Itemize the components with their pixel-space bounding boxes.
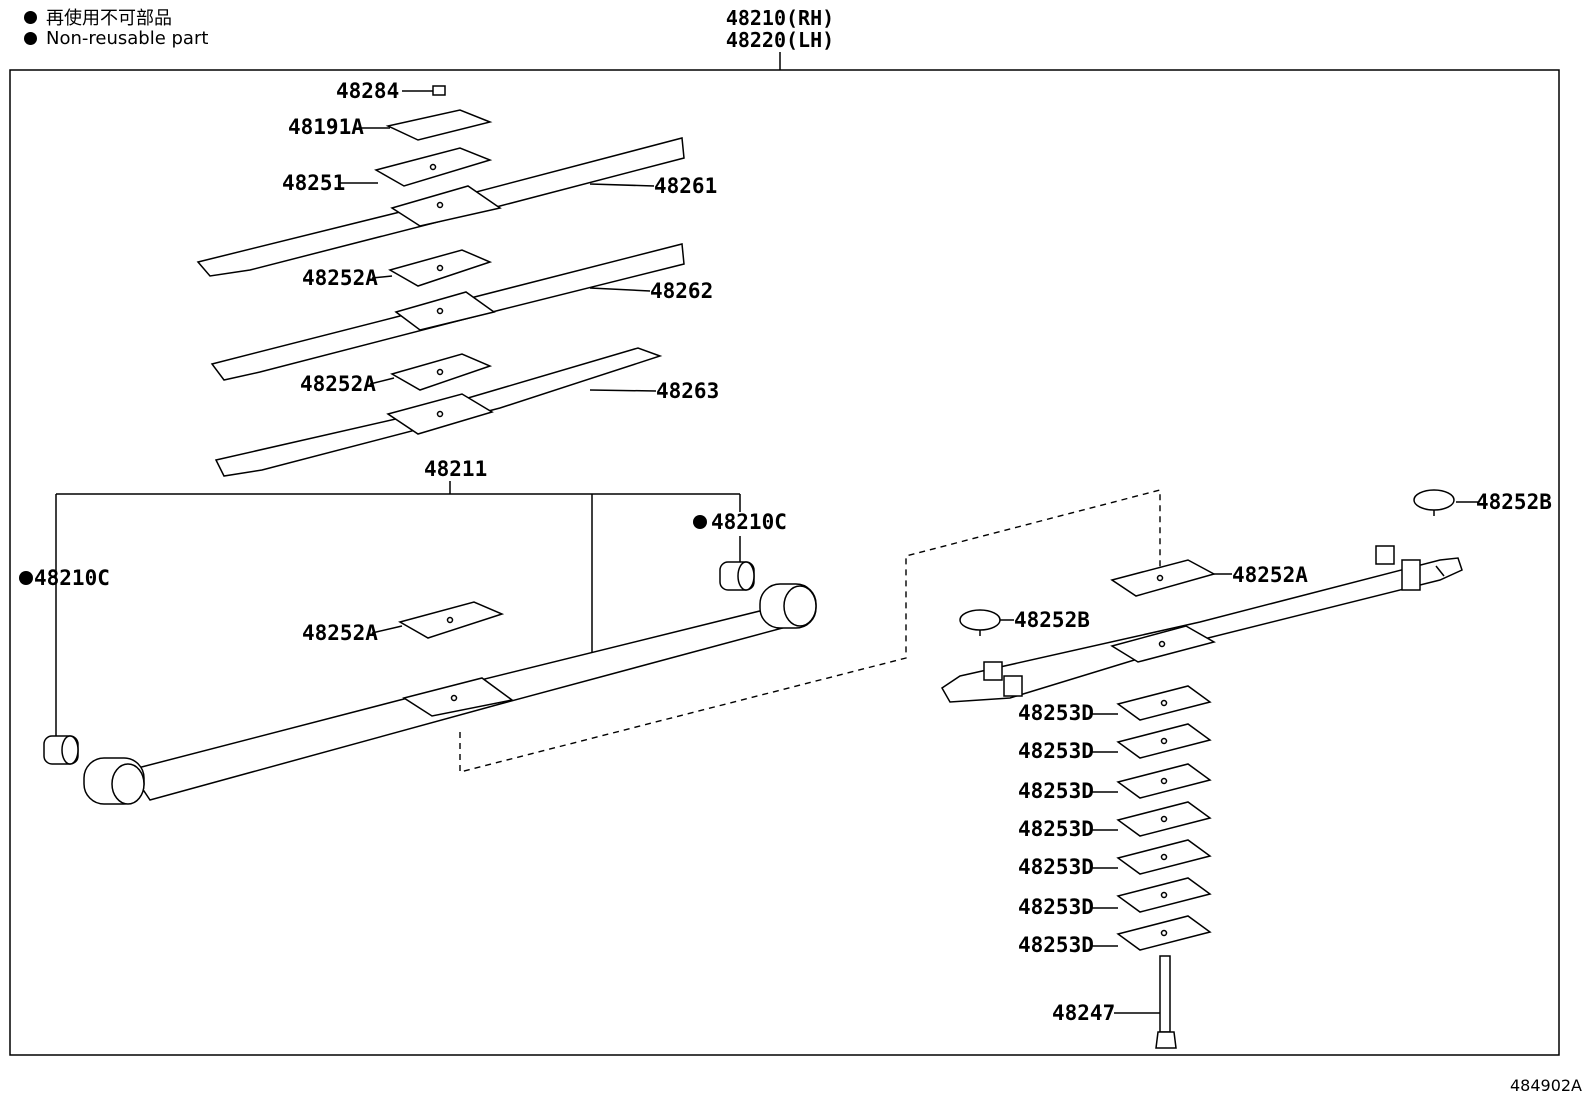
part-48253D-2[interactable]: 48253D bbox=[1018, 723, 1212, 763]
callout-48253D-5: 48253D bbox=[1018, 855, 1094, 879]
part-48262-leaf[interactable]: 48262 bbox=[210, 243, 713, 381]
part-48253D-stack: 48253D 48253D 48253D 48253D 48253D bbox=[1018, 685, 1212, 957]
callout-48253D-7: 48253D bbox=[1018, 933, 1094, 957]
part-48191A[interactable]: 48191A bbox=[288, 109, 493, 141]
part-48252A-4[interactable]: 48252A bbox=[1110, 559, 1308, 597]
callout-48253D-2: 48253D bbox=[1018, 739, 1094, 763]
callout-48210C-right: 48210C bbox=[711, 510, 787, 534]
legend-ja-label: 再使用不可部品 bbox=[46, 8, 172, 29]
part-48210-spring-assembly-leaf[interactable] bbox=[941, 545, 1463, 703]
part-48251[interactable]: 48251 bbox=[282, 147, 493, 195]
assembly-number-lh: 48220(LH) bbox=[725, 28, 835, 52]
callout-48252A-1: 48252A bbox=[302, 266, 378, 290]
non-reusable-dot-icon bbox=[24, 32, 37, 45]
legend-non-reusable-ja: 再使用不可部品 bbox=[24, 4, 172, 30]
callout-48247: 48247 bbox=[1052, 1001, 1115, 1025]
callout-48252A-4: 48252A bbox=[1232, 563, 1308, 587]
callout-48262: 48262 bbox=[650, 279, 713, 303]
callout-48252A-2: 48252A bbox=[300, 372, 376, 396]
part-48252B-top[interactable]: 48252B bbox=[1413, 489, 1552, 516]
diagram-frame bbox=[9, 69, 1560, 1056]
callout-48253D-1: 48253D bbox=[1018, 701, 1094, 725]
part-48210C-right[interactable]: 48210C bbox=[693, 510, 787, 591]
part-48253D-4[interactable]: 48253D bbox=[1018, 801, 1212, 841]
part-48252A-3[interactable]: 48252A bbox=[302, 601, 505, 645]
part-48253D-7[interactable]: 48253D bbox=[1018, 915, 1212, 957]
part-48247-center-bolt[interactable]: 48247 bbox=[1052, 955, 1177, 1049]
part-48252A-2[interactable]: 48252A bbox=[300, 353, 493, 396]
part-48211-main-leaf[interactable] bbox=[83, 583, 817, 805]
part-48253D-1[interactable]: 48253D bbox=[1018, 685, 1212, 725]
legend-en-label: Non-reusable part bbox=[46, 28, 209, 49]
part-48210C-left[interactable]: 48210C bbox=[19, 566, 110, 765]
part-48253D-3[interactable]: 48253D bbox=[1018, 763, 1212, 803]
legend-non-reusable-en: Non-reusable part bbox=[24, 28, 208, 49]
callout-48191A: 48191A bbox=[288, 115, 364, 139]
part-48253D-5[interactable]: 48253D bbox=[1018, 839, 1212, 879]
part-48261-leaf[interactable]: 48261 bbox=[196, 137, 717, 277]
relation-dashed-line bbox=[459, 489, 1161, 773]
callout-48252B-mid: 48252B bbox=[1014, 608, 1090, 632]
part-48211-bracket: 48211 bbox=[55, 457, 741, 738]
callout-48211: 48211 bbox=[424, 457, 487, 481]
part-48284[interactable]: 48284 bbox=[336, 79, 446, 103]
part-48252B-mid[interactable]: 48252B bbox=[959, 608, 1090, 636]
part-48263-leaf[interactable]: 48263 bbox=[214, 347, 719, 477]
non-reusable-dot-icon bbox=[24, 10, 37, 24]
callout-48252A-3: 48252A bbox=[302, 621, 378, 645]
callout-48261: 48261 bbox=[654, 174, 717, 198]
diagram-code: 484902A bbox=[1509, 1076, 1582, 1095]
callout-48284: 48284 bbox=[336, 79, 399, 103]
part-48252A-1[interactable]: 48252A bbox=[302, 249, 493, 290]
callout-48210C-left: 48210C bbox=[34, 566, 110, 590]
callout-48263: 48263 bbox=[656, 379, 719, 403]
callout-48252B-top: 48252B bbox=[1476, 490, 1552, 514]
callout-48251: 48251 bbox=[282, 171, 345, 195]
non-reusable-dot-icon bbox=[19, 571, 33, 585]
part-48253D-6[interactable]: 48253D bbox=[1018, 877, 1212, 919]
callout-48253D-6: 48253D bbox=[1018, 895, 1094, 919]
assembly-number-rh: 48210(RH) bbox=[725, 6, 835, 30]
non-reusable-dot-icon bbox=[693, 515, 707, 529]
callout-48253D-3: 48253D bbox=[1018, 779, 1094, 803]
callout-48253D-4: 48253D bbox=[1018, 817, 1094, 841]
